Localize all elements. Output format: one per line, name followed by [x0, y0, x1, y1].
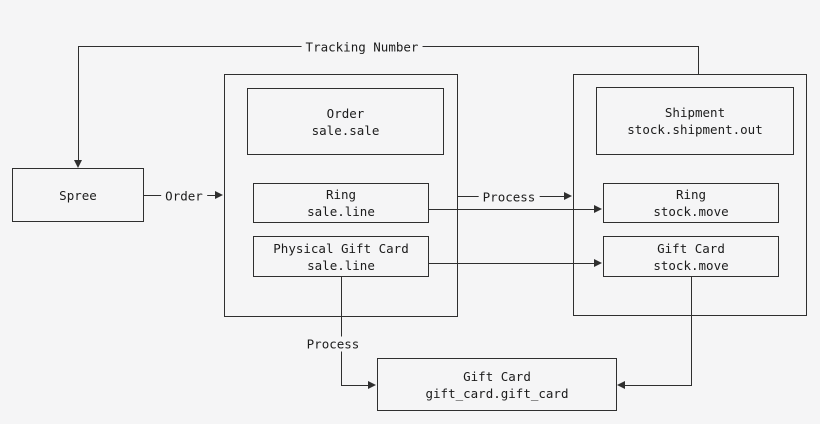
physical-gift-card-edge-line: [429, 263, 595, 264]
node-order-sale-title: Order: [326, 105, 365, 121]
arrowhead-right-icon: [564, 192, 572, 200]
tracking-number-edge-line-down-to-spree: [78, 46, 79, 160]
arrowhead-right-icon: [215, 191, 223, 199]
node-spree-title: Spree: [59, 187, 97, 203]
arrowhead-down-icon: [74, 160, 82, 168]
edge-label-order: Order: [161, 188, 207, 204]
edge-label-process-top: Process: [478, 189, 540, 205]
node-ring-stock-move-model: stock.move: [653, 204, 729, 219]
node-shipment-model: stock.shipment.out: [627, 122, 763, 137]
node-shipment: Shipment stock.shipment.out: [596, 87, 794, 155]
stock-group-container: [573, 74, 807, 316]
node-spree: Spree: [12, 168, 144, 222]
node-gift-card-stock-move-title: Gift Card: [657, 240, 725, 256]
node-ring-sale-line-title: Ring: [325, 187, 357, 202]
gift-card-stock-edge-line-horizontal: [625, 385, 692, 386]
process-edge-line-bottom-vertical: [341, 277, 342, 385]
node-ring-stock-move-title: Ring: [675, 187, 707, 202]
node-physical-gift-card-model: sale.line: [307, 257, 375, 273]
node-gift-card-model: gift_card.gift_card: [425, 385, 569, 401]
node-ring-sale-line-model: sale.line: [307, 204, 375, 219]
node-physical-gift-card-title: Physical Gift Card: [273, 240, 409, 256]
node-physical-gift-card-sale-line: Physical Gift Card sale.line: [253, 236, 429, 277]
arrowhead-left-icon: [617, 381, 625, 389]
tracking-number-edge-line-from-stock-group: [698, 46, 699, 75]
gift-card-stock-edge-line-vertical: [691, 277, 692, 385]
node-order-sale: Order sale.sale: [247, 88, 444, 155]
arrowhead-right-icon: [368, 381, 376, 389]
node-gift-card-stock-move-model: stock.move: [653, 257, 729, 273]
node-gift-card: Gift Card gift_card.gift_card: [377, 358, 617, 411]
edge-label-tracking-number: Tracking Number: [301, 39, 423, 55]
node-ring-sale-line: Ring sale.line: [253, 183, 429, 223]
node-order-sale-model: sale.sale: [311, 122, 380, 138]
sale-group-container: [224, 74, 458, 317]
node-shipment-title: Shipment: [664, 105, 726, 120]
edge-label-process-bottom: Process: [302, 336, 364, 352]
process-edge-line-bottom-horizontal: [341, 385, 369, 386]
node-gift-card-title: Gift Card: [463, 368, 531, 384]
node-gift-card-stock-move: Gift Card stock.move: [603, 236, 779, 277]
arrowhead-right-icon: [594, 205, 602, 213]
arrowhead-right-icon: [594, 259, 602, 267]
node-ring-stock-move: Ring stock.move: [603, 183, 779, 223]
ring-edge-line: [429, 209, 595, 210]
